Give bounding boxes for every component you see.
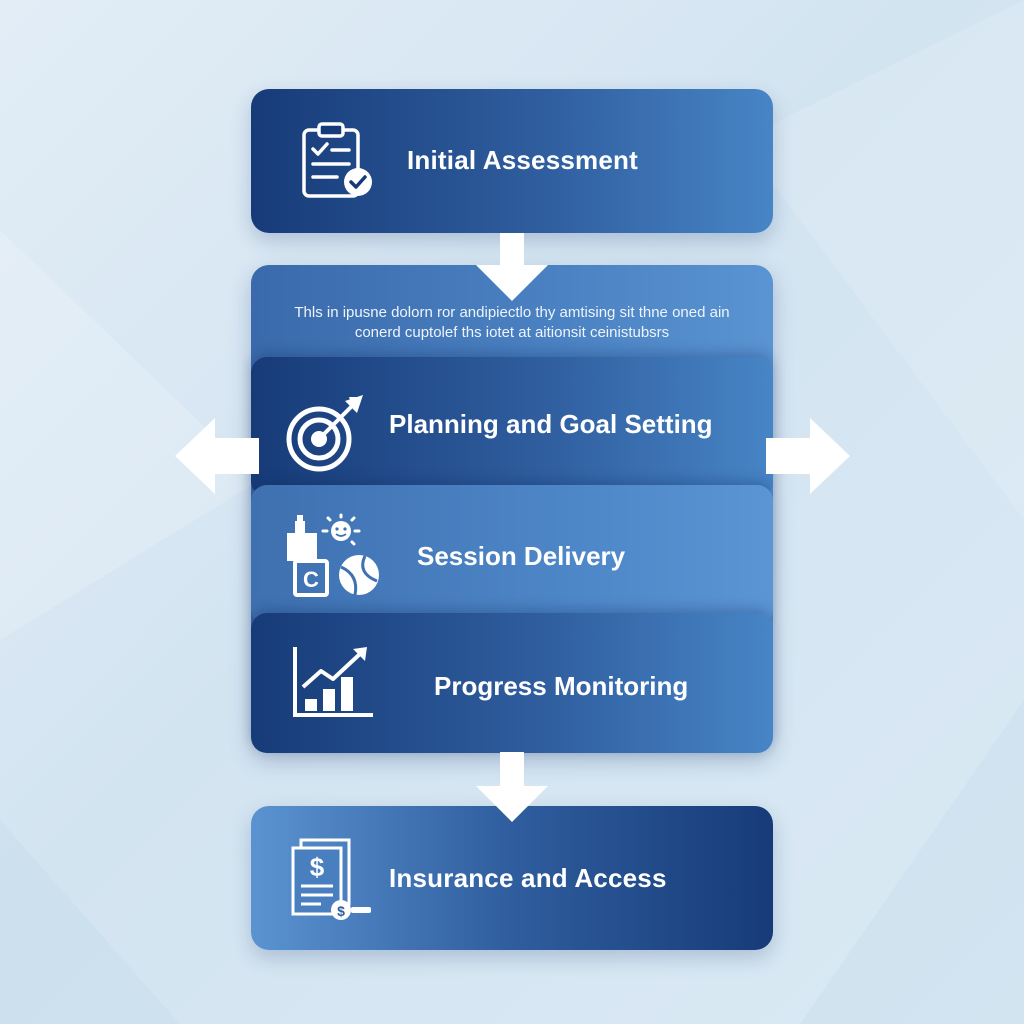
- svg-text:C: C: [303, 567, 319, 592]
- step-initial-assessment: Initial Assessment: [251, 89, 773, 233]
- step-label: Insurance and Access: [389, 863, 667, 893]
- step-insurance-access: $ $ Insurance and Access: [251, 806, 773, 950]
- clipboard-check-icon: [302, 122, 372, 198]
- step-planning-goal-setting: Planning and Goal Setting: [251, 357, 773, 497]
- arrow-left-icon: [175, 418, 259, 494]
- step-label: Planning and Goal Setting: [389, 409, 713, 439]
- invoice-dollar-icon: $ $: [291, 838, 371, 920]
- svg-text:$: $: [310, 852, 325, 882]
- step-label: Session Delivery: [417, 541, 626, 571]
- toys-blocks-ball-icon: C: [287, 513, 379, 597]
- arrow-down-icon: [476, 752, 548, 822]
- arrow-down-icon: [476, 233, 548, 301]
- description-text: Thls in ipusne dolorn ror andipiectlo th…: [294, 304, 730, 341]
- step-progress-monitoring: Progress Monitoring: [251, 613, 773, 753]
- step-label: Initial Assessment: [407, 145, 638, 175]
- step-session-delivery: C Session Delivery: [251, 485, 773, 625]
- target-arrow-icon: [286, 395, 363, 472]
- stacked-panel: Thls in ipusne dolorn ror andipiectlo th…: [251, 265, 773, 753]
- step-label: Progress Monitoring: [434, 671, 689, 701]
- arrow-right-icon: [766, 418, 850, 494]
- svg-text:$: $: [337, 903, 345, 919]
- bar-chart-trend-icon: [293, 647, 373, 717]
